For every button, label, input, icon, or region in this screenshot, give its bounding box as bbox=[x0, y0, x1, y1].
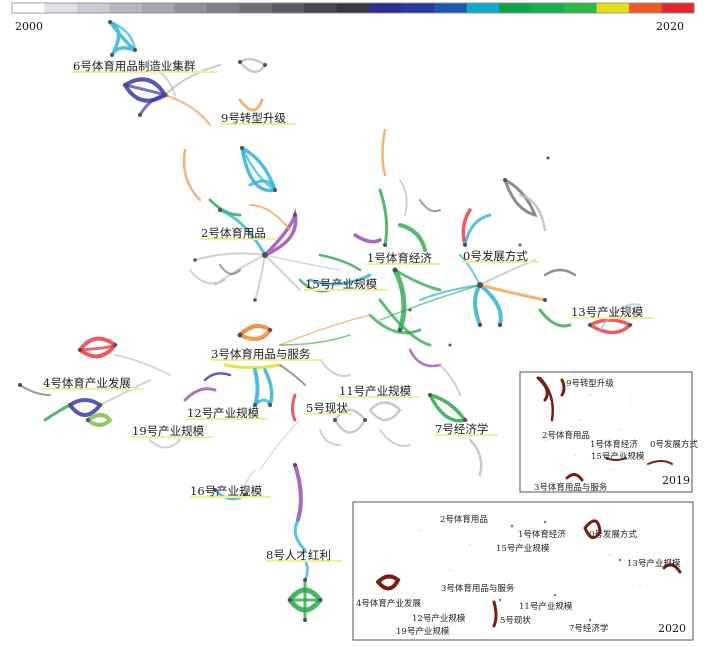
inset-2019-bursts bbox=[536, 376, 673, 482]
cluster-labels: 6号体育用品制造业集群 9号转型升级 2号体育用品 1号体育经济 0号发展方式 … bbox=[42, 59, 654, 562]
network-nodes bbox=[18, 20, 632, 622]
inset-2020-label-3: 15号产业规模 bbox=[496, 543, 550, 554]
inset-2019-dots bbox=[544, 394, 661, 471]
inset-2020-label-4: 13号产业规模 bbox=[627, 558, 681, 569]
inset-2019-label-3: 0号发展方式 bbox=[650, 439, 698, 450]
inset-2020-label-8: 12号产业规模 bbox=[412, 613, 466, 624]
cluster-label-12: 12号产业规模 bbox=[187, 406, 260, 420]
cluster-label-11: 11号产业规模 bbox=[339, 384, 412, 398]
inset-2020-label-2: 0号发展方式 bbox=[589, 529, 637, 540]
cluster-label-5: 5号现状 bbox=[306, 401, 348, 415]
cluster-label-15: 15号产业规模 bbox=[305, 277, 378, 291]
timeline-segment bbox=[174, 3, 208, 13]
inset-2019-label-5: 3号体育用品与服务 bbox=[534, 482, 608, 493]
timeline-segment bbox=[434, 3, 468, 13]
cluster-label-13: 13号产业规模 bbox=[571, 305, 644, 319]
timeline-segment bbox=[304, 3, 338, 13]
timeline-segment bbox=[531, 3, 565, 13]
timeline-segment bbox=[629, 3, 663, 13]
inset-2020-label-9: 5号现状 bbox=[500, 615, 531, 626]
cluster-label-4: 4号体育产业发展 bbox=[43, 376, 131, 390]
inset-2020-frame bbox=[352, 501, 694, 641]
timeline-segment bbox=[271, 3, 305, 13]
timeline-segment bbox=[76, 3, 110, 13]
timeline-end-label: 2020 bbox=[656, 20, 684, 33]
inset-2020-label-11: 19号产业规模 bbox=[396, 626, 450, 637]
cluster-label-1: 1号体育经济 bbox=[367, 251, 432, 265]
timeline-segment bbox=[564, 3, 598, 13]
inset-2020: 2号体育用品 1号体育经济 0号发展方式 15号产业规模 13号产业规模 3号体… bbox=[352, 501, 694, 641]
timeline-segment bbox=[661, 3, 695, 13]
inset-2020-dots bbox=[389, 529, 641, 621]
timeline-segment bbox=[369, 3, 403, 13]
timeline-segment bbox=[336, 3, 370, 13]
timeline-segment bbox=[239, 3, 273, 13]
inset-2020-label-0: 2号体育用品 bbox=[440, 514, 488, 525]
cluster-label-3: 3号体育用品与服务 bbox=[211, 347, 311, 361]
inset-2020-green-dots bbox=[498, 520, 622, 622]
cluster-label-8: 8号人才红利 bbox=[266, 548, 331, 562]
inset-2019-label-4: 15号产业规模 bbox=[591, 451, 645, 462]
timeline-segment bbox=[499, 3, 533, 13]
inset-2019-label-1: 2号体育用品 bbox=[542, 430, 590, 441]
cluster-0-edges bbox=[379, 178, 577, 327]
timeline-bar bbox=[12, 3, 695, 13]
cluster-6-edges bbox=[108, 20, 267, 126]
timeline-segment bbox=[401, 3, 435, 13]
cluster-label-16: 16号产业规模 bbox=[190, 484, 263, 498]
inset-2019: 9号转型升级 2号体育用品 1号体育经济 0号发展方式 15号产业规模 3号体育… bbox=[519, 371, 698, 493]
timeline-segment bbox=[596, 3, 630, 13]
cluster-label-0: 0号发展方式 bbox=[463, 249, 528, 263]
cluster-label-6: 6号体育用品制造业集群 bbox=[73, 59, 196, 73]
cluster-11-edges bbox=[319, 348, 483, 477]
inset-2020-bursts bbox=[376, 519, 682, 628]
timeline-segment bbox=[206, 3, 240, 13]
timeline-segment bbox=[44, 3, 78, 13]
cluster-label-9: 9号转型升级 bbox=[221, 111, 286, 125]
inset-2019-label-2: 1号体育经济 bbox=[590, 439, 638, 450]
inset-2020-label-10: 7号经济学 bbox=[569, 623, 609, 634]
cluster-1-edges bbox=[308, 128, 442, 347]
timeline-start-label: 2000 bbox=[15, 20, 43, 33]
timeline-segment bbox=[141, 3, 175, 13]
inset-2019-label-0: 9号转型升级 bbox=[566, 378, 614, 389]
cluster-2-edges bbox=[189, 204, 341, 301]
cluster-label-19: 19号产业规模 bbox=[132, 424, 205, 438]
inset-2020-label-5: 3号体育用品与服务 bbox=[441, 583, 515, 594]
timeline-frame bbox=[11, 2, 695, 14]
timeline-segment bbox=[12, 3, 45, 13]
timeline-segment bbox=[466, 3, 500, 13]
cluster-label-2: 2号体育用品 bbox=[201, 226, 266, 240]
inset-2020-label-6: 4号体育产业发展 bbox=[356, 598, 421, 609]
inset-2020-label-7: 11号产业规模 bbox=[519, 601, 573, 612]
timeline-segment bbox=[109, 3, 143, 13]
inset-2020-label-1: 1号体育经济 bbox=[518, 529, 566, 540]
inset-2020-year: 2020 bbox=[658, 622, 686, 635]
cluster-label-7: 7号经济学 bbox=[435, 422, 488, 436]
inset-2019-year: 2019 bbox=[662, 474, 690, 487]
